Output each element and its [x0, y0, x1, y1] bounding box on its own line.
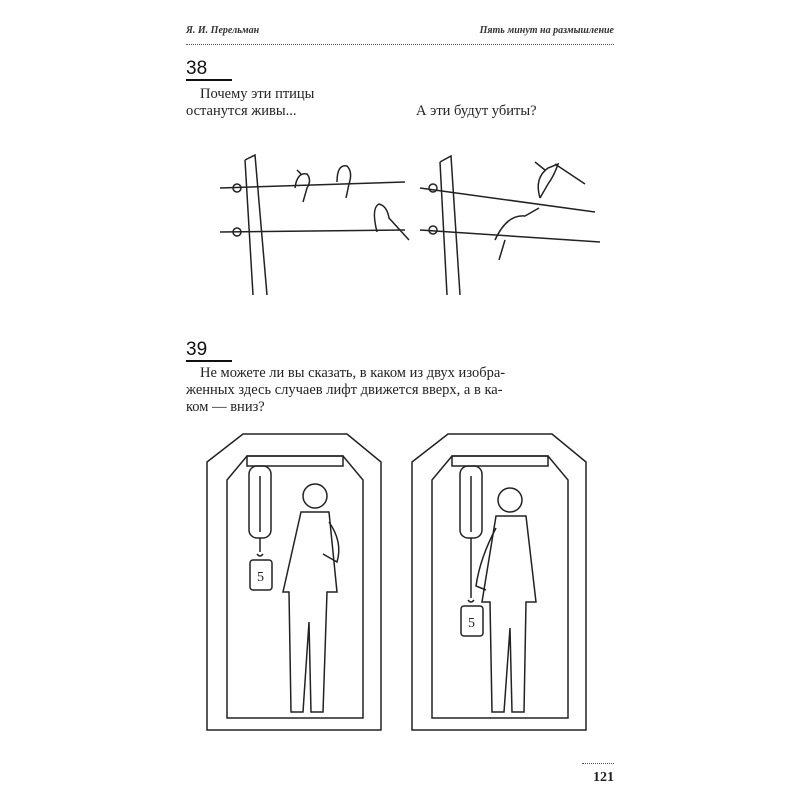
running-head-title: Пять минут на размышление: [479, 25, 614, 36]
page-number: 121: [593, 770, 614, 785]
problem-number-underline: [186, 360, 232, 362]
text-line: женных здесь случаев лифт движется вверх…: [186, 382, 503, 398]
problem-39-text: Не можете ли вы сказать, в каком из двух…: [186, 365, 614, 416]
elevator-right-illustration: 5: [411, 433, 587, 731]
text-line: Не можете ли вы сказать, в каком из двух…: [200, 365, 506, 381]
caption-left: Почему эти птицы останутся живы...: [186, 86, 314, 120]
birds-on-wires-illustration: [219, 153, 601, 296]
weight-label: 5: [257, 570, 264, 585]
weight-label: 5: [468, 616, 475, 631]
caption-right: А эти будут убиты?: [416, 103, 537, 119]
header-rule: [186, 44, 614, 45]
caption-left-line: останутся живы...: [186, 103, 297, 119]
text-line: ком — вниз?: [186, 399, 265, 415]
running-head-author: Я. И. Перельман: [186, 25, 260, 36]
elevator-left-illustration: 5: [206, 433, 382, 731]
page-number-rule: [582, 763, 614, 764]
problem-number-39: 39: [186, 339, 208, 360]
problem-number-38: 38: [186, 58, 208, 79]
caption-left-line: Почему эти птицы: [200, 86, 315, 102]
problem-number-underline: [186, 79, 232, 81]
